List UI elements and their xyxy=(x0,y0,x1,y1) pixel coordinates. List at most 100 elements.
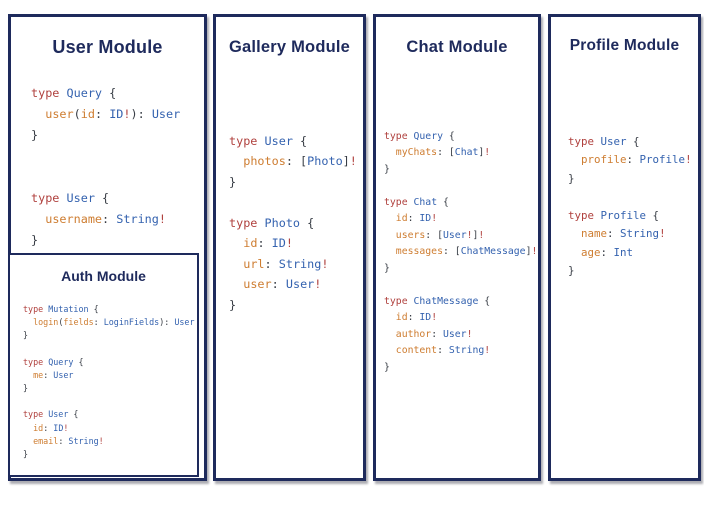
code-token: myChats xyxy=(395,147,438,159)
code-line: name: String! xyxy=(568,225,696,244)
code-token: Int xyxy=(613,245,634,259)
code-line: author: User! xyxy=(384,327,536,344)
code-token xyxy=(229,236,243,250)
code-token: { xyxy=(68,409,79,420)
code-token: : xyxy=(407,213,420,225)
code-line xyxy=(568,188,696,207)
code-token: Query xyxy=(413,130,444,142)
code-token: } xyxy=(23,330,29,341)
code-token: { xyxy=(626,134,640,148)
code-token: { xyxy=(102,85,117,100)
code-token: Mutation xyxy=(48,303,89,314)
code-token: type xyxy=(568,134,601,148)
code-line xyxy=(23,342,195,355)
code-line: type User { xyxy=(229,131,361,152)
code-token: ! xyxy=(98,435,104,446)
code-token: ChatMessage xyxy=(460,246,526,258)
code-token: ! xyxy=(285,236,293,251)
code-line: type Chat { xyxy=(384,195,536,212)
code-token: ] xyxy=(525,246,532,258)
code-token: ! xyxy=(123,106,131,121)
code-token: id xyxy=(80,106,95,121)
code-token: age xyxy=(581,245,601,259)
code-token: ! xyxy=(531,246,538,258)
code-line: } xyxy=(23,382,195,395)
code-token: type xyxy=(23,356,49,367)
code-token xyxy=(568,227,581,240)
code-token xyxy=(229,277,243,291)
module-title: Profile Module xyxy=(569,37,680,54)
code-token xyxy=(23,436,33,446)
code-token: ! xyxy=(484,147,491,159)
code-token xyxy=(568,153,581,166)
code-token: Photo xyxy=(307,154,343,169)
code-token: Profile xyxy=(600,208,647,222)
code-token: : [ xyxy=(285,154,308,169)
module-panel-profile: Profile Module type User { profile: Profi… xyxy=(548,14,701,481)
code-token: String xyxy=(448,345,485,357)
code-line: type Query { xyxy=(384,129,536,146)
code-block: type Query { user(id: ID!): User} type U… xyxy=(11,59,204,251)
code-token xyxy=(23,317,33,327)
code-token xyxy=(384,329,396,340)
code-line xyxy=(384,178,536,195)
code-token: String xyxy=(278,256,322,271)
code-line: type User { xyxy=(568,133,696,152)
code-token: : xyxy=(626,153,640,167)
module-title: Auth Module xyxy=(61,268,146,284)
code-line: content: String! xyxy=(384,343,536,360)
code-line: type User { xyxy=(31,188,202,209)
code-line: } xyxy=(384,360,536,377)
code-block: type Query { myChats: [Chat]!} type Chat… xyxy=(376,58,538,377)
code-token: User xyxy=(442,328,467,340)
code-block: type User { photos: [Photo]!} type Photo… xyxy=(216,58,363,316)
code-block: type User { profile: Profile!} type Prof… xyxy=(551,56,698,281)
code-token: User xyxy=(53,369,74,380)
code-token: : xyxy=(600,245,614,259)
code-token: login xyxy=(33,317,59,327)
code-token xyxy=(23,370,33,380)
code-line xyxy=(23,395,195,408)
code-token xyxy=(384,213,396,224)
code-token: User xyxy=(285,277,315,292)
code-token: ID xyxy=(53,422,64,433)
code-token xyxy=(384,230,396,241)
code-token: type xyxy=(31,190,67,205)
code-token: LoginFields xyxy=(103,317,160,327)
code-token: ] xyxy=(472,229,479,241)
code-token: { xyxy=(478,295,491,307)
code-token: { xyxy=(88,303,99,314)
code-line: type User { xyxy=(23,408,195,421)
code-line: profile: Profile! xyxy=(568,151,696,170)
code-line xyxy=(31,167,202,188)
code-token: } xyxy=(568,264,575,278)
code-token: messages xyxy=(395,246,443,258)
code-token xyxy=(384,246,396,257)
code-token: : xyxy=(43,422,54,433)
code-token: ! xyxy=(431,213,438,225)
code-line: type Mutation { xyxy=(23,303,195,316)
code-line xyxy=(229,192,361,213)
code-token: type xyxy=(23,409,49,420)
code-token: ! xyxy=(349,154,357,169)
code-token xyxy=(23,423,33,433)
code-token: ): xyxy=(159,317,175,327)
code-line: type Query { xyxy=(31,83,202,104)
code-line: type Query { xyxy=(23,356,195,369)
module-title: User Module xyxy=(52,37,163,57)
code-token: fields xyxy=(63,317,94,327)
code-token: : xyxy=(431,328,443,340)
code-token: Profile xyxy=(639,153,686,167)
code-token: { xyxy=(73,356,84,367)
code-token: } xyxy=(31,127,39,142)
code-token: : xyxy=(407,312,420,324)
code-line: id: ID! xyxy=(384,310,536,327)
code-line: } xyxy=(31,125,202,146)
code-token: Query xyxy=(48,356,74,367)
code-token: { xyxy=(94,190,110,205)
code-token: } xyxy=(384,163,390,175)
code-line: } xyxy=(568,262,696,281)
code-token: user xyxy=(45,106,74,121)
